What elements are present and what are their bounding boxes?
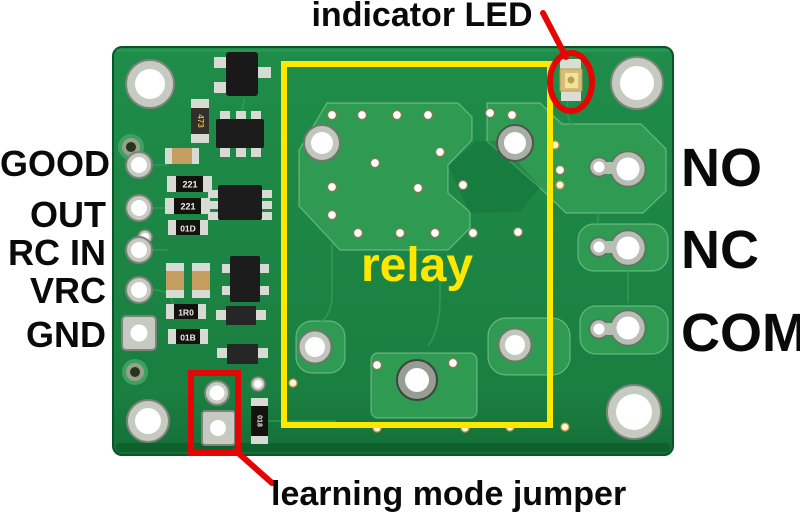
terminal-pad-com <box>588 309 647 347</box>
relay-outline-box <box>281 61 553 428</box>
resistor-marking: 1R0 <box>178 307 194 317</box>
relay-label: relay <box>360 239 474 292</box>
pin-label-gnd: GND <box>26 314 106 355</box>
indicator-led-circle <box>547 50 595 114</box>
indicator-led <box>559 59 583 101</box>
mounting-holes <box>125 56 664 443</box>
resistor-marking: 221 <box>182 179 197 189</box>
smd-components: 473 221 221 01D 1R0 01B <box>165 52 272 444</box>
terminal-pad-nc <box>588 229 647 267</box>
left-pin-holes <box>118 134 157 385</box>
jumper-pads <box>201 376 266 446</box>
pin-label-vrc: VRC <box>29 270 106 311</box>
resistor-marking: 01B <box>180 332 196 342</box>
indicator-led-callout-line <box>540 10 569 60</box>
pin-label-no: NO <box>681 138 762 198</box>
resistor-marking: 01D <box>180 223 196 233</box>
terminal-pad-no <box>588 150 647 188</box>
shadow-band <box>448 141 540 213</box>
learning-jumper-label: learning mode jumper <box>271 475 627 513</box>
jumper-callout-line <box>233 448 275 486</box>
pin-label-com: COM <box>681 303 800 363</box>
resistor-marking: 221 <box>180 201 195 211</box>
resistor-marking: 473 <box>196 114 205 128</box>
pin-label-nc: NC <box>681 220 759 280</box>
indicator-led-label: indicator LED <box>311 0 533 34</box>
relay-solder-pads <box>297 124 534 401</box>
jumper-highlight-box <box>188 370 241 456</box>
resistor-marking: 018 <box>256 415 263 427</box>
via-holes <box>326 107 566 371</box>
pin-label-out: OUT <box>30 194 106 235</box>
pin-label-rc-in: RC IN <box>8 232 106 273</box>
pin-label-good: GOOD <box>0 143 111 184</box>
